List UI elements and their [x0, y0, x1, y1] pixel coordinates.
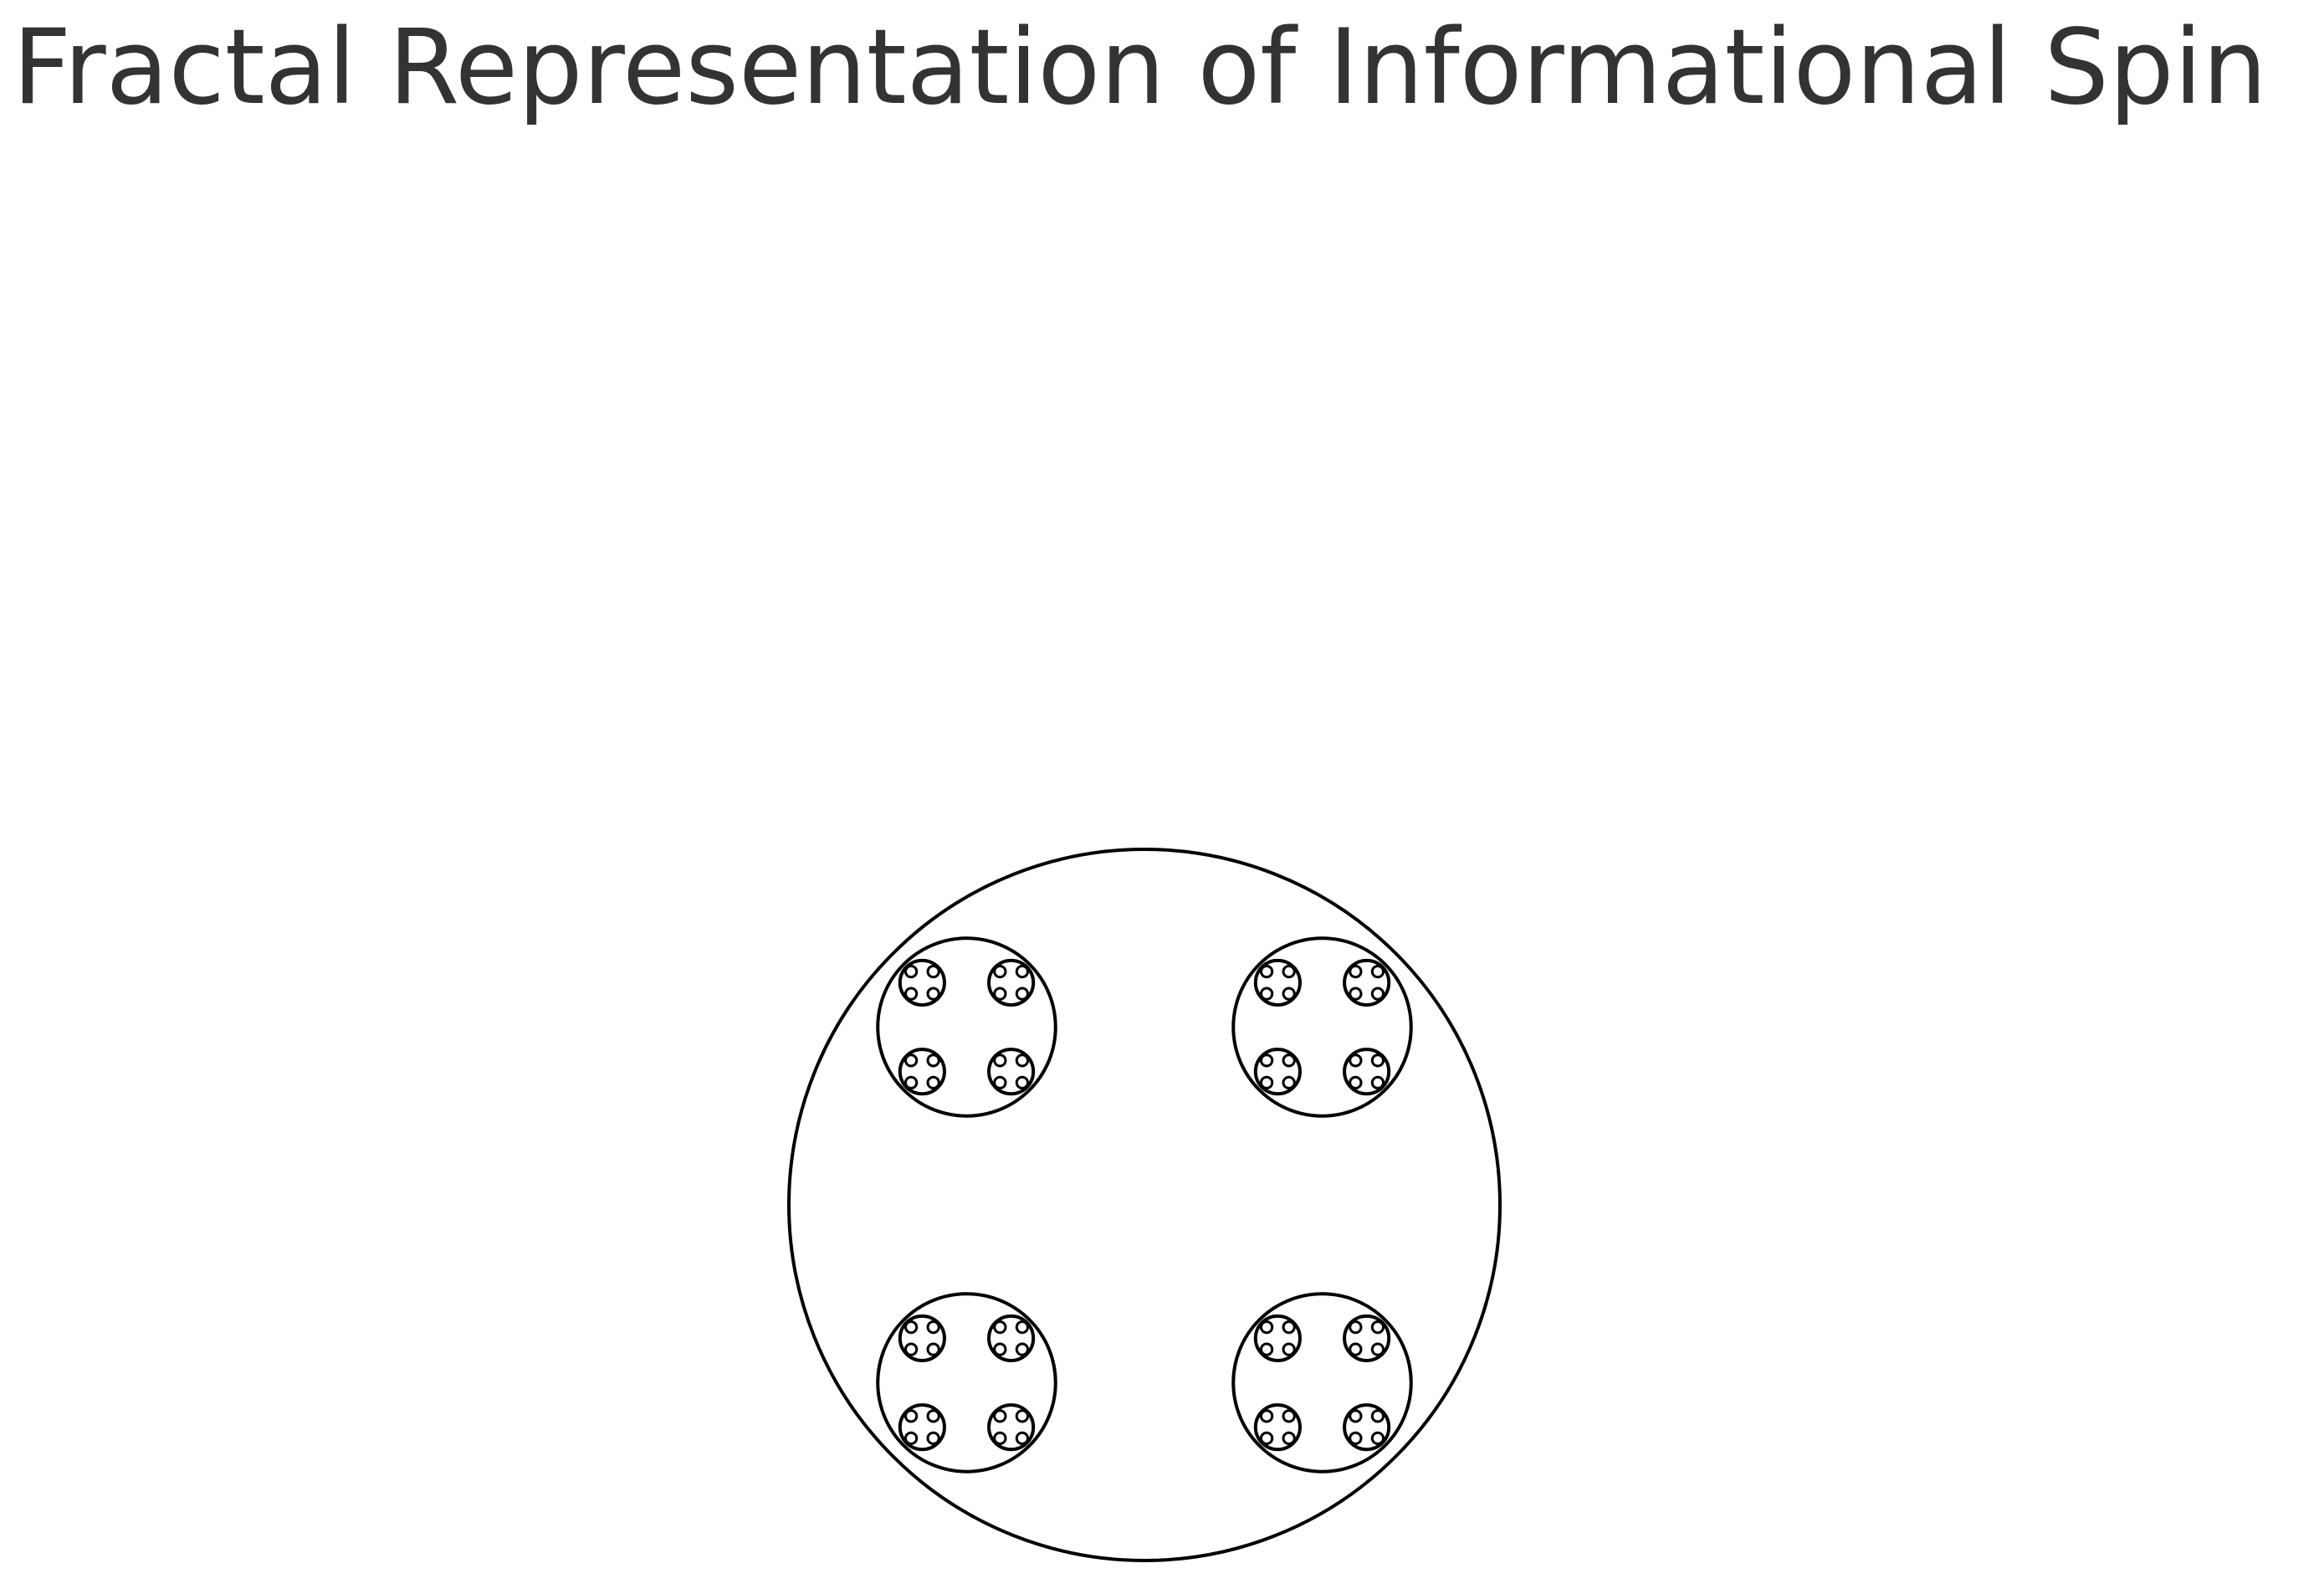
fractal-circle-level-4 [1349, 1409, 1363, 1423]
fractal-circle-level-4 [1349, 964, 1363, 979]
fractal-circle-level-3 [987, 958, 1036, 1007]
fractal-circle-level-4 [1349, 1075, 1363, 1090]
fractal-circle-level-4 [903, 1053, 919, 1068]
fractal-circle-level-3 [1253, 1403, 1302, 1452]
fractal-circle-level-3 [1253, 958, 1302, 1007]
fractal-circle-level-4 [926, 1409, 940, 1423]
fractal-circle-level-4 [1282, 1342, 1296, 1356]
fractal-circle-level-3 [1343, 958, 1391, 1007]
fractal-circle-level-3 [1253, 1048, 1302, 1096]
fractal-circle-level-4 [903, 1075, 919, 1090]
fractal-circle-level-4 [903, 1409, 919, 1423]
fractal-circle-level-4 [993, 964, 1007, 979]
fractal-circle-level-4 [926, 1053, 940, 1068]
fractal-circle-level-4 [1015, 964, 1030, 979]
fractal-circle-level-2 [1231, 1292, 1413, 1474]
fractal-circle-level-4 [1370, 1053, 1385, 1068]
fractal-circle-level-2 [876, 1292, 1057, 1474]
fractal-circle-level-4 [903, 1342, 919, 1356]
fractal-circle-level-4 [1349, 1320, 1363, 1335]
fractal-circle-level-4 [926, 1431, 940, 1446]
fractal-circle-level-4 [1370, 987, 1385, 1001]
fractal-circle-level-4 [993, 1431, 1007, 1446]
fractal-circle-level-4 [993, 1320, 1007, 1335]
fractal-circle-level-4 [903, 964, 919, 979]
fractal-circle-level-4 [1015, 1320, 1030, 1335]
fractal-circle-level-4 [903, 1320, 919, 1335]
fractal-circle-level-4 [1282, 1409, 1296, 1423]
fractal-circle-level-4 [1259, 1431, 1274, 1446]
fractal-circle-level-4 [1015, 1431, 1030, 1446]
fractal-circle-level-3 [1343, 1048, 1391, 1096]
fractal-circle-level-4 [1259, 964, 1274, 979]
fractal-circle-level-4 [1282, 1320, 1296, 1335]
fractal-circle-level-4 [1370, 1409, 1385, 1423]
fractal-circle-level-3 [987, 1048, 1036, 1096]
fractal-circle-level-4 [926, 964, 940, 979]
figure-title: Fractal Representation of Informational … [13, 8, 2267, 128]
fractal-circle-level-4 [1282, 964, 1296, 979]
fractal-circle-level-4 [993, 987, 1007, 1001]
fractal-circle-level-4 [1282, 1075, 1296, 1090]
fractal-circle-level-4 [1370, 1320, 1385, 1335]
fractal-circle-level-4 [993, 1075, 1007, 1090]
fractal-circle-level-4 [1015, 987, 1030, 1001]
fractal-circle-level-4 [1370, 964, 1385, 979]
fractal-circle-level-4 [1015, 1053, 1030, 1068]
fractal-circle-level-4 [926, 1075, 940, 1090]
fractal-circle-level-2 [1231, 936, 1413, 1118]
fractal-circle-level-4 [1370, 1431, 1385, 1446]
fractal-circles [787, 848, 1502, 1562]
fractal-circle-level-4 [1259, 987, 1274, 1001]
fractal-circle-level-4 [1349, 987, 1363, 1001]
fractal-circle-level-3 [898, 1403, 946, 1452]
fractal-circle-level-2 [876, 936, 1057, 1118]
fractal-circle-level-4 [926, 987, 940, 1001]
fractal-circle-level-3 [1253, 1314, 1302, 1362]
fractal-circle-level-1 [787, 848, 1502, 1562]
fractal-circle-level-3 [898, 1048, 946, 1096]
fractal-circle-level-4 [1259, 1053, 1274, 1068]
fractal-circle-level-3 [898, 958, 946, 1007]
fractal-circle-level-4 [1259, 1409, 1274, 1423]
fractal-circle-level-4 [1259, 1320, 1274, 1335]
fractal-circle-level-4 [903, 987, 919, 1001]
fractal-circle-level-4 [926, 1342, 940, 1356]
fractal-circle-level-4 [1015, 1409, 1030, 1423]
fractal-circle-level-4 [993, 1342, 1007, 1356]
fractal-circle-level-4 [1282, 1053, 1296, 1068]
fractal-circle-level-4 [1259, 1075, 1274, 1090]
fractal-circle-level-4 [993, 1409, 1007, 1423]
fractal-circle-level-4 [1282, 1431, 1296, 1446]
fractal-circle-level-4 [1349, 1342, 1363, 1356]
fractal-circle-level-4 [1015, 1342, 1030, 1356]
fractal-circle-level-4 [1349, 1053, 1363, 1068]
fractal-circle-level-4 [1370, 1342, 1385, 1356]
fractal-circle-level-4 [1259, 1342, 1274, 1356]
fractal-circle-level-4 [1282, 987, 1296, 1001]
fractal-circle-level-3 [1343, 1314, 1391, 1362]
fractal-circle-level-3 [898, 1314, 946, 1362]
fractal-circle-level-4 [993, 1053, 1007, 1068]
fractal-circle-level-4 [1349, 1431, 1363, 1446]
fractal-circle-level-3 [987, 1314, 1036, 1362]
fractal-circle-level-3 [987, 1403, 1036, 1452]
fractal-circle-level-4 [1015, 1075, 1030, 1090]
fractal-circle-level-4 [1370, 1075, 1385, 1090]
fractal-circle-level-4 [926, 1320, 940, 1335]
fractal-circle-level-4 [903, 1431, 919, 1446]
fractal-circle-level-3 [1343, 1403, 1391, 1452]
